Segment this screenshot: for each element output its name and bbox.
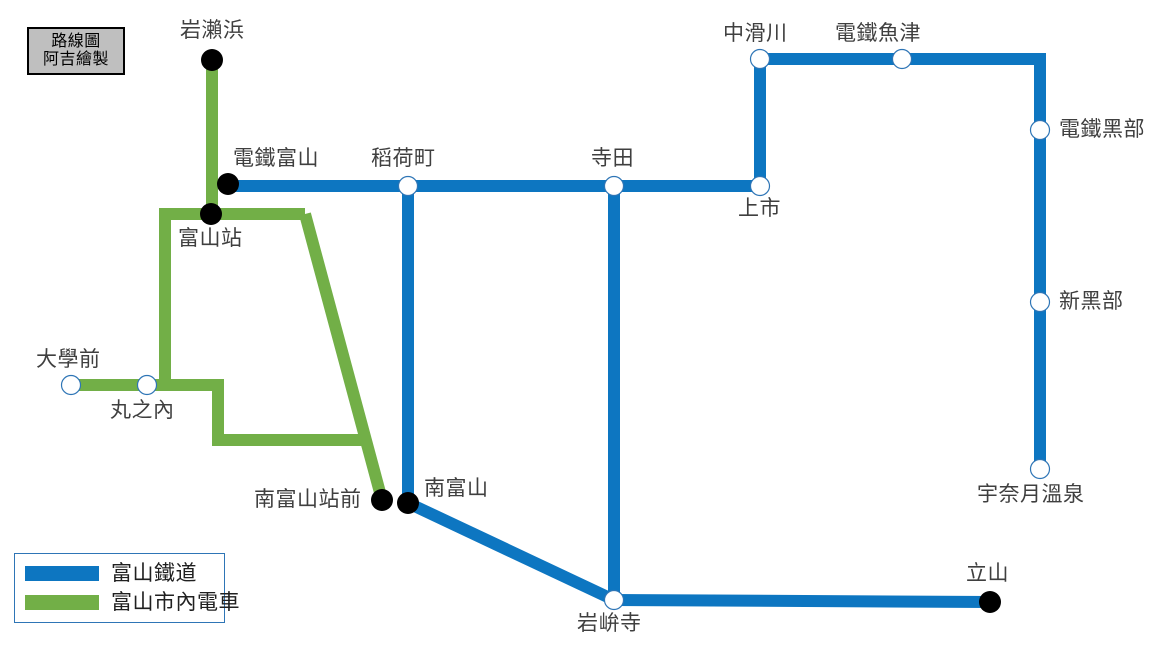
- station-marker[interactable]: [891, 48, 913, 70]
- station-marker[interactable]: [397, 175, 419, 197]
- route-segments-layer: [71, 53, 1046, 608]
- route-segment: [159, 208, 305, 385]
- station-marker[interactable]: [217, 173, 239, 195]
- legend-item-toyama-city-tram: 富山市內電車: [25, 591, 240, 614]
- route-segment: [405, 497, 617, 606]
- station-label: 上市: [738, 196, 781, 220]
- station-label: 大學前: [36, 347, 101, 371]
- credit-line-2: 阿吉繪製: [42, 51, 109, 68]
- station-marker[interactable]: [603, 175, 625, 197]
- credit-line-1: 路線圖: [51, 33, 101, 51]
- station-marker[interactable]: [1029, 458, 1051, 480]
- legend-label-toyama-city-tram: 富山市內電車: [111, 590, 240, 614]
- station-label: 岩峅寺: [577, 611, 642, 635]
- station-marker[interactable]: [979, 591, 1001, 613]
- route-segment: [299, 212, 388, 502]
- credit-box: 路線圖 阿吉繪製: [27, 27, 125, 75]
- station-markers-layer: [60, 48, 1051, 613]
- station-marker[interactable]: [749, 48, 771, 70]
- station-label: 南富山: [424, 476, 489, 500]
- station-label: 南富山站前: [254, 487, 362, 511]
- station-marker[interactable]: [136, 374, 158, 396]
- legend-swatch-toyama-railway: [25, 566, 99, 581]
- route-segment: [613, 594, 991, 608]
- route-segment: [147, 379, 365, 446]
- station-label: 電鐵黑部: [1059, 117, 1145, 141]
- station-label: 電鐵魚津: [835, 21, 921, 45]
- station-marker[interactable]: [749, 175, 771, 197]
- station-label: 丸之內: [110, 398, 175, 422]
- station-label: 富山站: [178, 226, 243, 250]
- station-label: 寺田: [591, 146, 634, 170]
- station-marker[interactable]: [60, 374, 82, 396]
- station-marker[interactable]: [1029, 291, 1051, 313]
- station-marker[interactable]: [201, 49, 223, 71]
- station-marker[interactable]: [397, 492, 419, 514]
- station-marker[interactable]: [371, 489, 393, 511]
- station-label: 宇奈月溫泉: [977, 482, 1085, 506]
- station-label: 立山: [966, 561, 1009, 585]
- route-segment: [760, 53, 1046, 469]
- station-marker[interactable]: [200, 203, 222, 225]
- station-marker[interactable]: [603, 589, 625, 611]
- legend-item-toyama-railway: 富山鐵道: [25, 562, 214, 585]
- station-marker[interactable]: [1029, 119, 1051, 141]
- station-label: 電鐵富山: [233, 146, 319, 170]
- station-label: 中滑川: [723, 21, 788, 45]
- legend-box: 富山鐵道 富山市內電車: [14, 553, 240, 623]
- legend-swatch-toyama-city-tram: [25, 595, 99, 610]
- station-label: 岩瀨浜: [180, 18, 245, 42]
- station-label: 新黑部: [1059, 289, 1124, 313]
- legend-label-toyama-railway: 富山鐵道: [111, 561, 197, 585]
- station-label: 稻荷町: [371, 146, 436, 170]
